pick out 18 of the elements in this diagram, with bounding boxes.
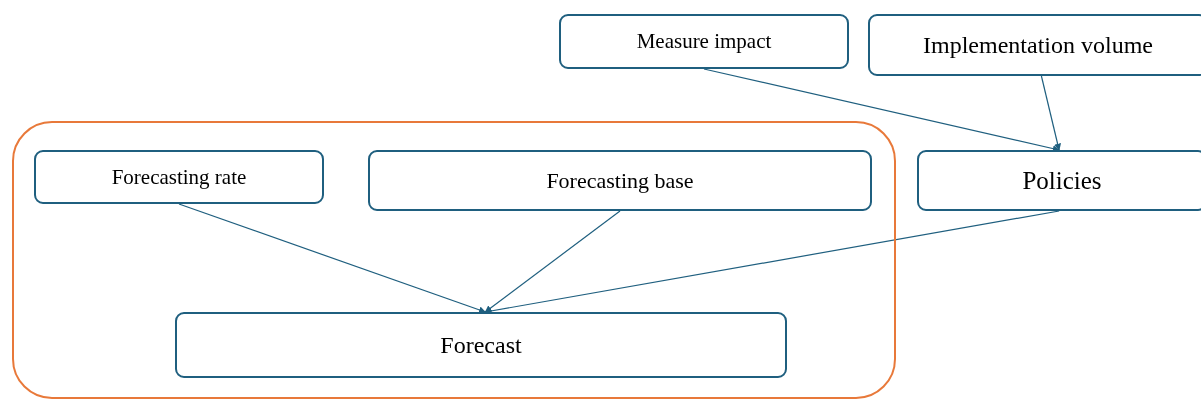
- arrow: [484, 210, 1060, 315]
- box-label: Forecasting base: [546, 167, 694, 194]
- process-box: [175, 312, 787, 378]
- process-box: [34, 150, 324, 204]
- process-box: [559, 14, 849, 69]
- process-box: [868, 14, 1201, 76]
- process-box: [368, 150, 872, 211]
- box-label: Forecast: [440, 331, 522, 359]
- group-frame: [12, 121, 896, 399]
- box-label: Policies: [1022, 166, 1102, 195]
- box-label: Forecasting rate: [111, 164, 247, 190]
- box-label: Measure impact: [636, 29, 772, 54]
- process-box: [917, 150, 1201, 211]
- arrow: [178, 203, 486, 314]
- box-label: Implementation volume: [923, 31, 1153, 59]
- arrow: [703, 68, 1060, 152]
- arrow: [1040, 75, 1062, 151]
- arrow: [484, 210, 621, 313]
